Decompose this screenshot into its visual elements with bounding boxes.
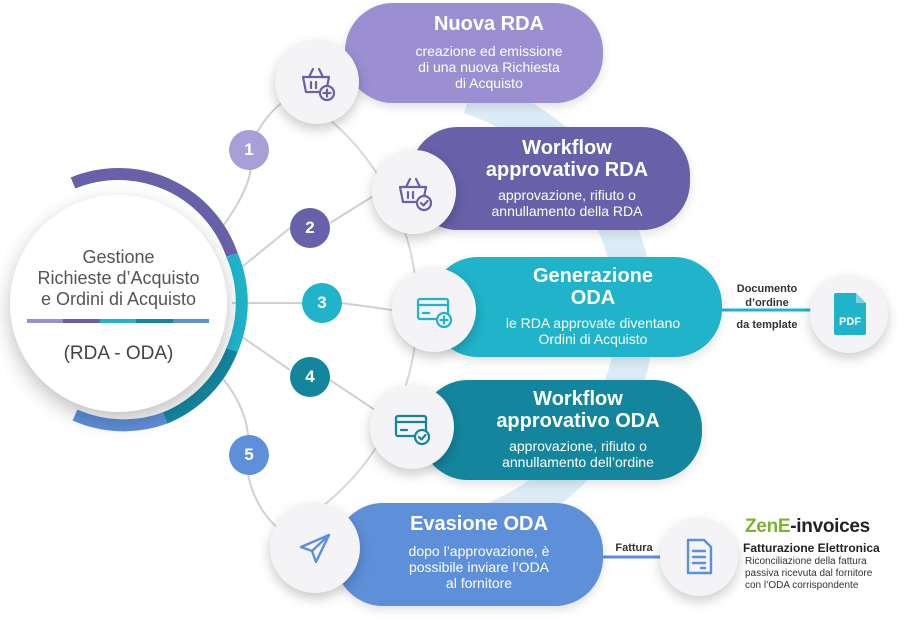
step-number-1: 1 [229,130,269,170]
hub-title-line: e Ordini di Acquisto [40,289,197,309]
step-card-5: Evasione ODA dopo l’approvazione, è poss… [335,503,603,606]
step-card-1: Nuova RDA creazione ed emissione di una … [345,3,603,103]
basket-check-icon [372,150,456,234]
pdf-link-label-top: Documento d’ordine [728,282,806,310]
step-title-line: Workflow [522,137,612,159]
invoice-document-icon [660,518,738,596]
step-desc-line: approvazione, rifiuto o [498,187,636,203]
zen-invoices-logo: ZenE-invoices [745,516,870,538]
step-desc-line: creazione ed emissione [415,43,563,59]
pdf-link-label-line: Documento [736,283,798,295]
hub-ring-blue [72,409,168,432]
hub-subtitle: (RDA - ODA) [63,343,174,364]
step-card-4: Workflow approvativo ODA approvazione, r… [420,380,702,480]
zen-title: Fatturazione Elettronica [743,541,880,555]
step-desc-line: al fornitore [445,575,513,591]
step-desc-line: annullamento della RDA [491,203,643,219]
connector-3b [341,302,393,311]
zen-desc-line: Riconciliazione della fattura [745,556,867,567]
hub-color-bar [27,319,210,323]
step-title: Nuova RDA [433,13,544,35]
zen-desc-line: con l’ODA corrispondente [745,580,859,591]
step-title-line: ODA [570,287,616,309]
step-desc-line: annullamento dell’ordine [502,454,654,470]
connector-2b [329,194,376,224]
step-number-4: 4 [290,357,330,397]
step-desc-line: Ordini di Acquisto [538,331,648,347]
hub-ring-purple [70,168,238,257]
step-number-2: 2 [290,208,330,248]
step-desc-line: dopo l’approvazione, è [408,543,550,559]
card-plus-icon [392,268,476,352]
pdf-link-label-line: d’ordine [745,297,789,309]
step-desc-line: le RDA approvate diventano [505,315,681,331]
step-card-3: Generazione ODA le RDA approvate diventa… [430,257,722,357]
hub-title-line: Gestione [82,247,155,267]
zen-desc-line: passiva ricevuta dal fornitore [745,568,873,579]
invoice-link-label: Fattura [615,542,653,554]
pdf-icon-text: PDF [839,316,861,328]
pdf-link-label-bottom: da template [736,319,798,331]
paper-plane-icon [270,503,360,593]
hub-ring-teal [226,252,248,353]
step-desc-line: di una nuova Richiesta [418,59,560,75]
zen-logo-part: ZenE [745,516,791,537]
step-title-line: approvativo ODA [496,410,660,432]
step-desc-line: possibile inviare l’ODA [408,559,550,575]
pdf-document-icon: PDF [810,275,888,353]
hub-title-line: Richieste d’Acquisto [37,268,200,288]
card-check-icon [370,385,454,469]
hub-title: Gestione Richieste d’Acquisto e Ordini d… [10,247,227,310]
step-title-line: approvativo RDA [485,159,649,181]
hub-ring-teal-dark [162,347,238,424]
step-title-line: Generazione [532,265,654,287]
step-card-2: Workflow approvativo RDA approvazione, r… [410,127,690,230]
step-number-5: 5 [229,435,269,475]
step-title-line: Workflow [533,388,623,410]
hub-circle: Gestione Richieste d’Acquisto e Ordini d… [10,195,227,412]
step-desc-line: di Acquisto [455,75,523,91]
step-number-3: 3 [302,283,342,323]
connector-4b [329,379,376,411]
zen-logo-part: -invoices [790,516,870,537]
step-desc-line: approvazione, rifiuto o [509,438,647,454]
step-title: Evasione ODA [410,513,548,535]
zen-description: Riconciliazione della fattura passiva ri… [745,556,911,592]
basket-plus-icon [275,40,359,124]
